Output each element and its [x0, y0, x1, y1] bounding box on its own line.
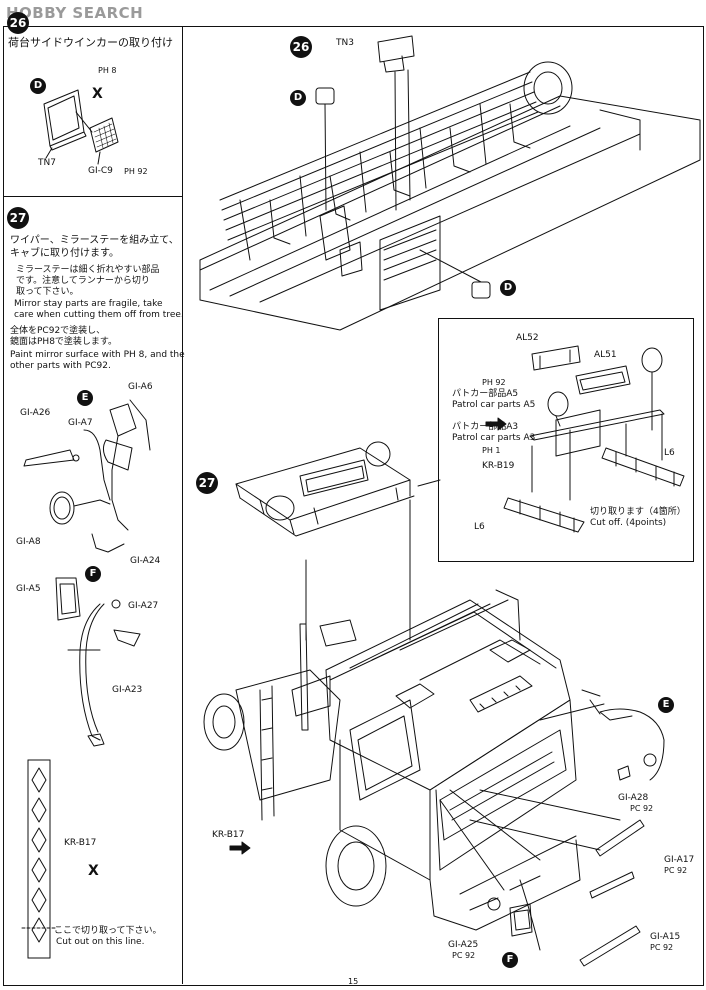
- paint-gi-c9: PH 92: [124, 167, 148, 176]
- patrol-a3-jp: パトカー部品A3: [452, 422, 519, 432]
- label-tn7: TN7: [38, 158, 56, 168]
- paint-gi-a17: PC 92: [664, 866, 688, 875]
- marker-f-main: F: [502, 952, 518, 968]
- mirror-assembly-e: [23, 399, 151, 553]
- label-kr-b17-left: KR-B17: [64, 838, 97, 848]
- label-gi-a25: GI-A25: [448, 940, 479, 950]
- tn7-winker-part: [43, 89, 87, 159]
- label-gi-a6: GI-A6: [128, 382, 153, 392]
- step26-title: 荷台サイドウインカーの取り付け: [8, 36, 173, 49]
- truck-cab: [203, 589, 601, 931]
- paint-jp-1: 全体をPC92で塗装し、: [10, 326, 106, 336]
- page-number: 15: [348, 977, 359, 986]
- trailer-deck: [199, 61, 701, 331]
- step27-title-2: キャブに取り付けます。: [10, 248, 119, 259]
- note-jp-1: ミラーステーは細く折れやすい部品: [16, 265, 160, 275]
- label-l6-left: L6: [474, 522, 485, 532]
- roof-light-bar: [235, 441, 441, 641]
- note-jp-3: 取って下さい。: [16, 287, 79, 297]
- note-en-2: care when cutting them off from tree.: [14, 310, 184, 320]
- label-l6-right: L6: [664, 448, 675, 458]
- label-gi-a17: GI-A17: [664, 855, 695, 865]
- paint-gi-a28: PC 92: [630, 804, 654, 813]
- light-bar-inset: [485, 345, 685, 533]
- label-gi-a7: GI-A7: [68, 418, 93, 428]
- gi-a17-part: [589, 819, 645, 899]
- left-column-divider: [182, 26, 183, 984]
- marker-d-main-bottom: D: [500, 280, 516, 296]
- label-gi-a8: GI-A8: [16, 537, 41, 547]
- label-gi-c9: GI-C9: [88, 166, 113, 176]
- paint-ph1: PH 1: [482, 446, 501, 455]
- step27-title-1: ワイパー、ミラーステーを組み立て、: [10, 235, 179, 246]
- paint-gi-a15: PC 92: [650, 943, 674, 952]
- paint-gi-a25: PC 92: [452, 951, 476, 960]
- paint-en-1: Paint mirror surface with PH 8, and the: [10, 350, 185, 360]
- label-kr-b19: KR-B19: [482, 461, 515, 471]
- label-gi-a15: GI-A15: [650, 932, 681, 942]
- inset-box: [438, 318, 694, 562]
- cut-mark: X: [92, 86, 103, 102]
- mirror-e-on-truck: [589, 699, 665, 781]
- label-gi-a27: GI-A27: [128, 601, 159, 611]
- step-number-27-main: 27: [196, 472, 218, 494]
- cut-note-en: Cut out on this line.: [56, 937, 145, 947]
- paint-code-top: PH 8: [98, 66, 117, 75]
- note-en-1: Mirror stay parts are fragile, take: [14, 299, 163, 309]
- label-gi-a26: GI-A26: [20, 408, 51, 418]
- inset-cut-jp: 切り取ります（4箇所）: [590, 507, 686, 517]
- label-kr-b17-main: KR-B17: [212, 830, 245, 840]
- d-part-top: [315, 87, 335, 211]
- marker-e-left: E: [77, 390, 93, 406]
- watermark-logo: HOBBY SEARCH: [6, 4, 144, 22]
- step-number-27-left: 27: [7, 207, 29, 229]
- patrol-a5-en: Patrol car parts A5: [452, 400, 536, 410]
- label-gi-a5: GI-A5: [16, 584, 41, 594]
- tn3-part: [377, 35, 415, 211]
- paint-en-2: other parts with PC92.: [10, 361, 111, 371]
- d-part-bottom: [419, 249, 491, 299]
- left-section-divider: [3, 196, 182, 197]
- label-gi-a24: GI-A24: [130, 556, 161, 566]
- marker-e-main: E: [658, 697, 674, 713]
- label-gi-a23: GI-A23: [112, 685, 143, 695]
- cut-note-jp: ここで切り取って下さい。: [54, 926, 162, 936]
- label-gi-a28: GI-A28: [618, 793, 649, 803]
- kr-b17-runner-strip: [21, 759, 57, 959]
- patrol-a3-en: Patrol car parts A3: [452, 433, 536, 443]
- patrol-a5-jp: パトカー部品A5: [452, 389, 519, 399]
- label-tn3: TN3: [336, 38, 354, 48]
- mirror-assembly-f: [55, 577, 141, 747]
- paint-jp-2: 鏡面はPH8で塗装します。: [10, 337, 118, 347]
- inset-cut-en: Cut off. (4points): [590, 518, 667, 528]
- mirror-f-on-truck: [487, 879, 541, 951]
- step-number-26-left: 26: [7, 12, 29, 34]
- gi-a15-part: [579, 925, 641, 967]
- label-al52: AL52: [516, 333, 539, 343]
- cut-mark-kr-b17: X: [88, 863, 99, 879]
- note-jp-2: です。注意してランナーから切り: [16, 276, 150, 286]
- gi-c9-lens-part: [75, 111, 119, 165]
- label-al51: AL51: [594, 350, 617, 360]
- step-number-26-main: 26: [290, 36, 312, 58]
- marker-d-main-top: D: [290, 90, 306, 106]
- marker-f-left: F: [85, 566, 101, 582]
- paint-ph92-inset: PH 92: [482, 378, 506, 387]
- marker-d-left: D: [30, 78, 46, 94]
- page-border: [3, 26, 704, 986]
- truck-arrows: [229, 703, 621, 891]
